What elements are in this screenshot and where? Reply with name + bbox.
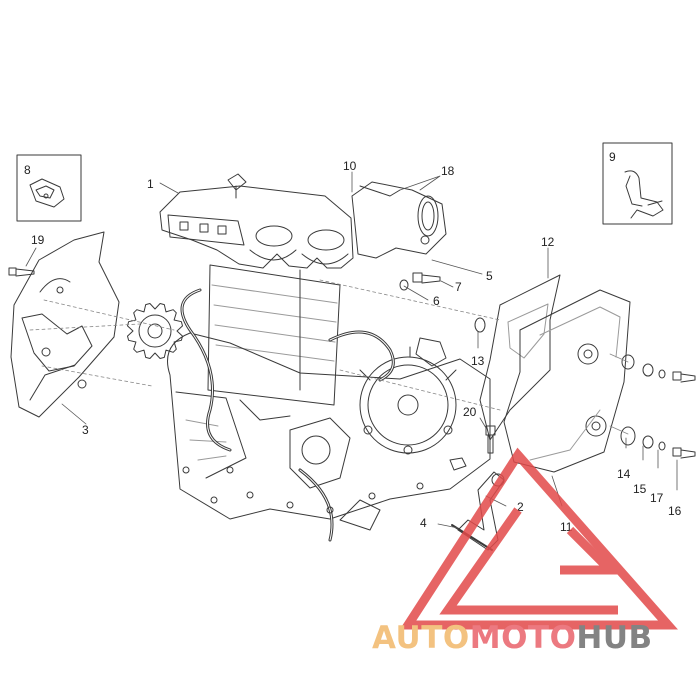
callout-labels: 1 2 3 4 5 6 7 8 9 10 11 12 13 14 15 16 1… — [24, 150, 682, 534]
callout-1: 1 — [147, 177, 154, 191]
bolt-7-washer-6 — [399, 272, 441, 291]
part-9-bracket-inset — [602, 142, 673, 225]
callout-18: 18 — [441, 164, 455, 178]
part-8-clip-inset — [16, 154, 82, 222]
callout-8: 8 — [24, 163, 31, 177]
callout-16: 16 — [668, 504, 682, 518]
callout-7: 7 — [455, 280, 462, 294]
intake-manifold — [351, 181, 447, 259]
fastener-stack-lower — [620, 426, 696, 459]
front-sprocket — [127, 303, 183, 359]
gasket-12 — [479, 274, 561, 441]
watermark: AUTOMOTOHUB — [372, 447, 678, 656]
watermark-moto: MOTO — [470, 620, 577, 656]
watermark-hub: HUB — [576, 620, 652, 656]
callout-14: 14 — [617, 467, 631, 481]
bolt-20 — [485, 425, 496, 454]
leader-lines — [25, 171, 678, 529]
engine-assembly — [159, 173, 491, 542]
fastener-stack-upper — [621, 354, 696, 383]
callout-2: 2 — [517, 500, 524, 514]
callout-12: 12 — [541, 235, 555, 249]
callout-3: 3 — [82, 423, 89, 437]
callout-15: 15 — [633, 482, 647, 496]
callout-4: 4 — [420, 516, 427, 530]
callout-5: 5 — [486, 269, 493, 283]
callout-19: 19 — [31, 233, 45, 247]
sprocket-cover — [10, 231, 120, 418]
callout-10: 10 — [343, 159, 357, 173]
washer-13 — [474, 317, 486, 333]
bolt-19 — [8, 267, 35, 277]
callout-20: 20 — [463, 405, 477, 419]
callout-6: 6 — [433, 294, 440, 308]
side-cover-11 — [503, 289, 631, 473]
callout-17: 17 — [650, 491, 664, 505]
callout-9: 9 — [609, 150, 616, 164]
watermark-text: AUTOMOTOHUB — [372, 620, 653, 656]
watermark-auto: AUTO — [372, 620, 470, 656]
watermark-triangle-logo — [399, 447, 678, 630]
callout-13: 13 — [471, 354, 485, 368]
